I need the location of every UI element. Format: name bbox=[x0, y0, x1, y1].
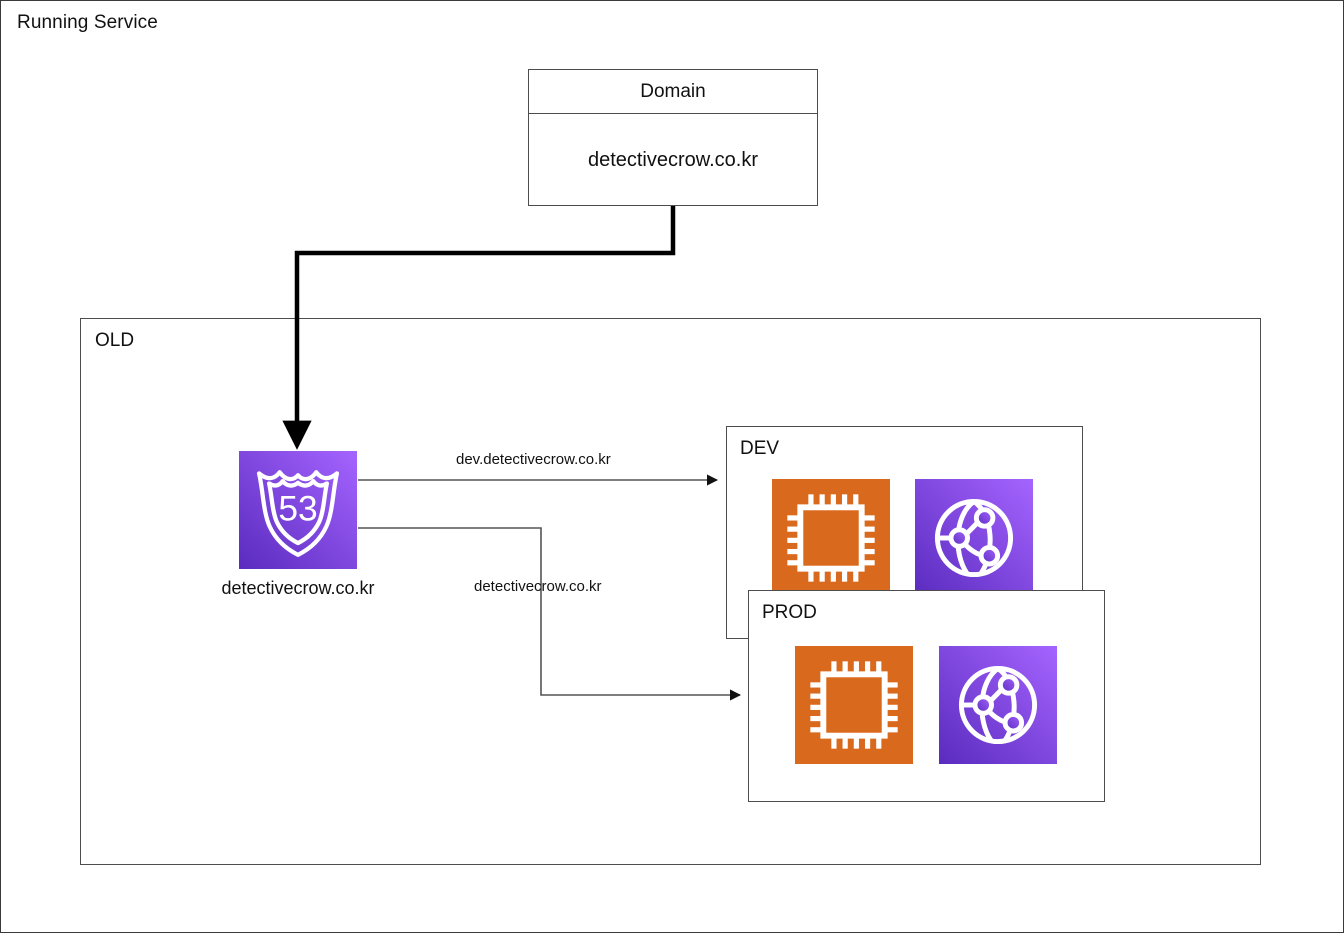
group-dev-label: DEV bbox=[740, 438, 780, 459]
service-ec2-dev[interactable] bbox=[772, 479, 890, 597]
service-route53-caption: detectivecrow.co.kr bbox=[221, 578, 375, 598]
group-prod-label: PROD bbox=[762, 602, 817, 623]
group-old-label: OLD bbox=[95, 330, 135, 351]
edge-label-prod: detectivecrow.co.kr bbox=[474, 578, 602, 595]
service-ec2-prod[interactable] bbox=[795, 646, 913, 764]
edge-label-dev: dev.detectivecrow.co.kr bbox=[456, 451, 611, 468]
ec2-chip-icon bbox=[795, 646, 913, 764]
ec2-chip-icon bbox=[772, 479, 890, 597]
service-cloudfront-prod[interactable] bbox=[939, 646, 1057, 764]
service-route53[interactable]: 53 bbox=[239, 451, 357, 569]
route53-badge-number: 53 bbox=[278, 490, 317, 529]
node-domain-header: Domain bbox=[529, 70, 817, 114]
node-domain[interactable]: Domain detectivecrow.co.kr bbox=[528, 69, 818, 206]
page-title: Running Service bbox=[17, 12, 158, 33]
service-cloudfront-dev[interactable] bbox=[915, 479, 1033, 597]
node-domain-value: detectivecrow.co.kr bbox=[587, 148, 759, 171]
cloudfront-globe-icon bbox=[915, 479, 1033, 597]
route53-shield-icon: 53 bbox=[239, 451, 357, 569]
cloudfront-globe-icon bbox=[939, 646, 1057, 764]
